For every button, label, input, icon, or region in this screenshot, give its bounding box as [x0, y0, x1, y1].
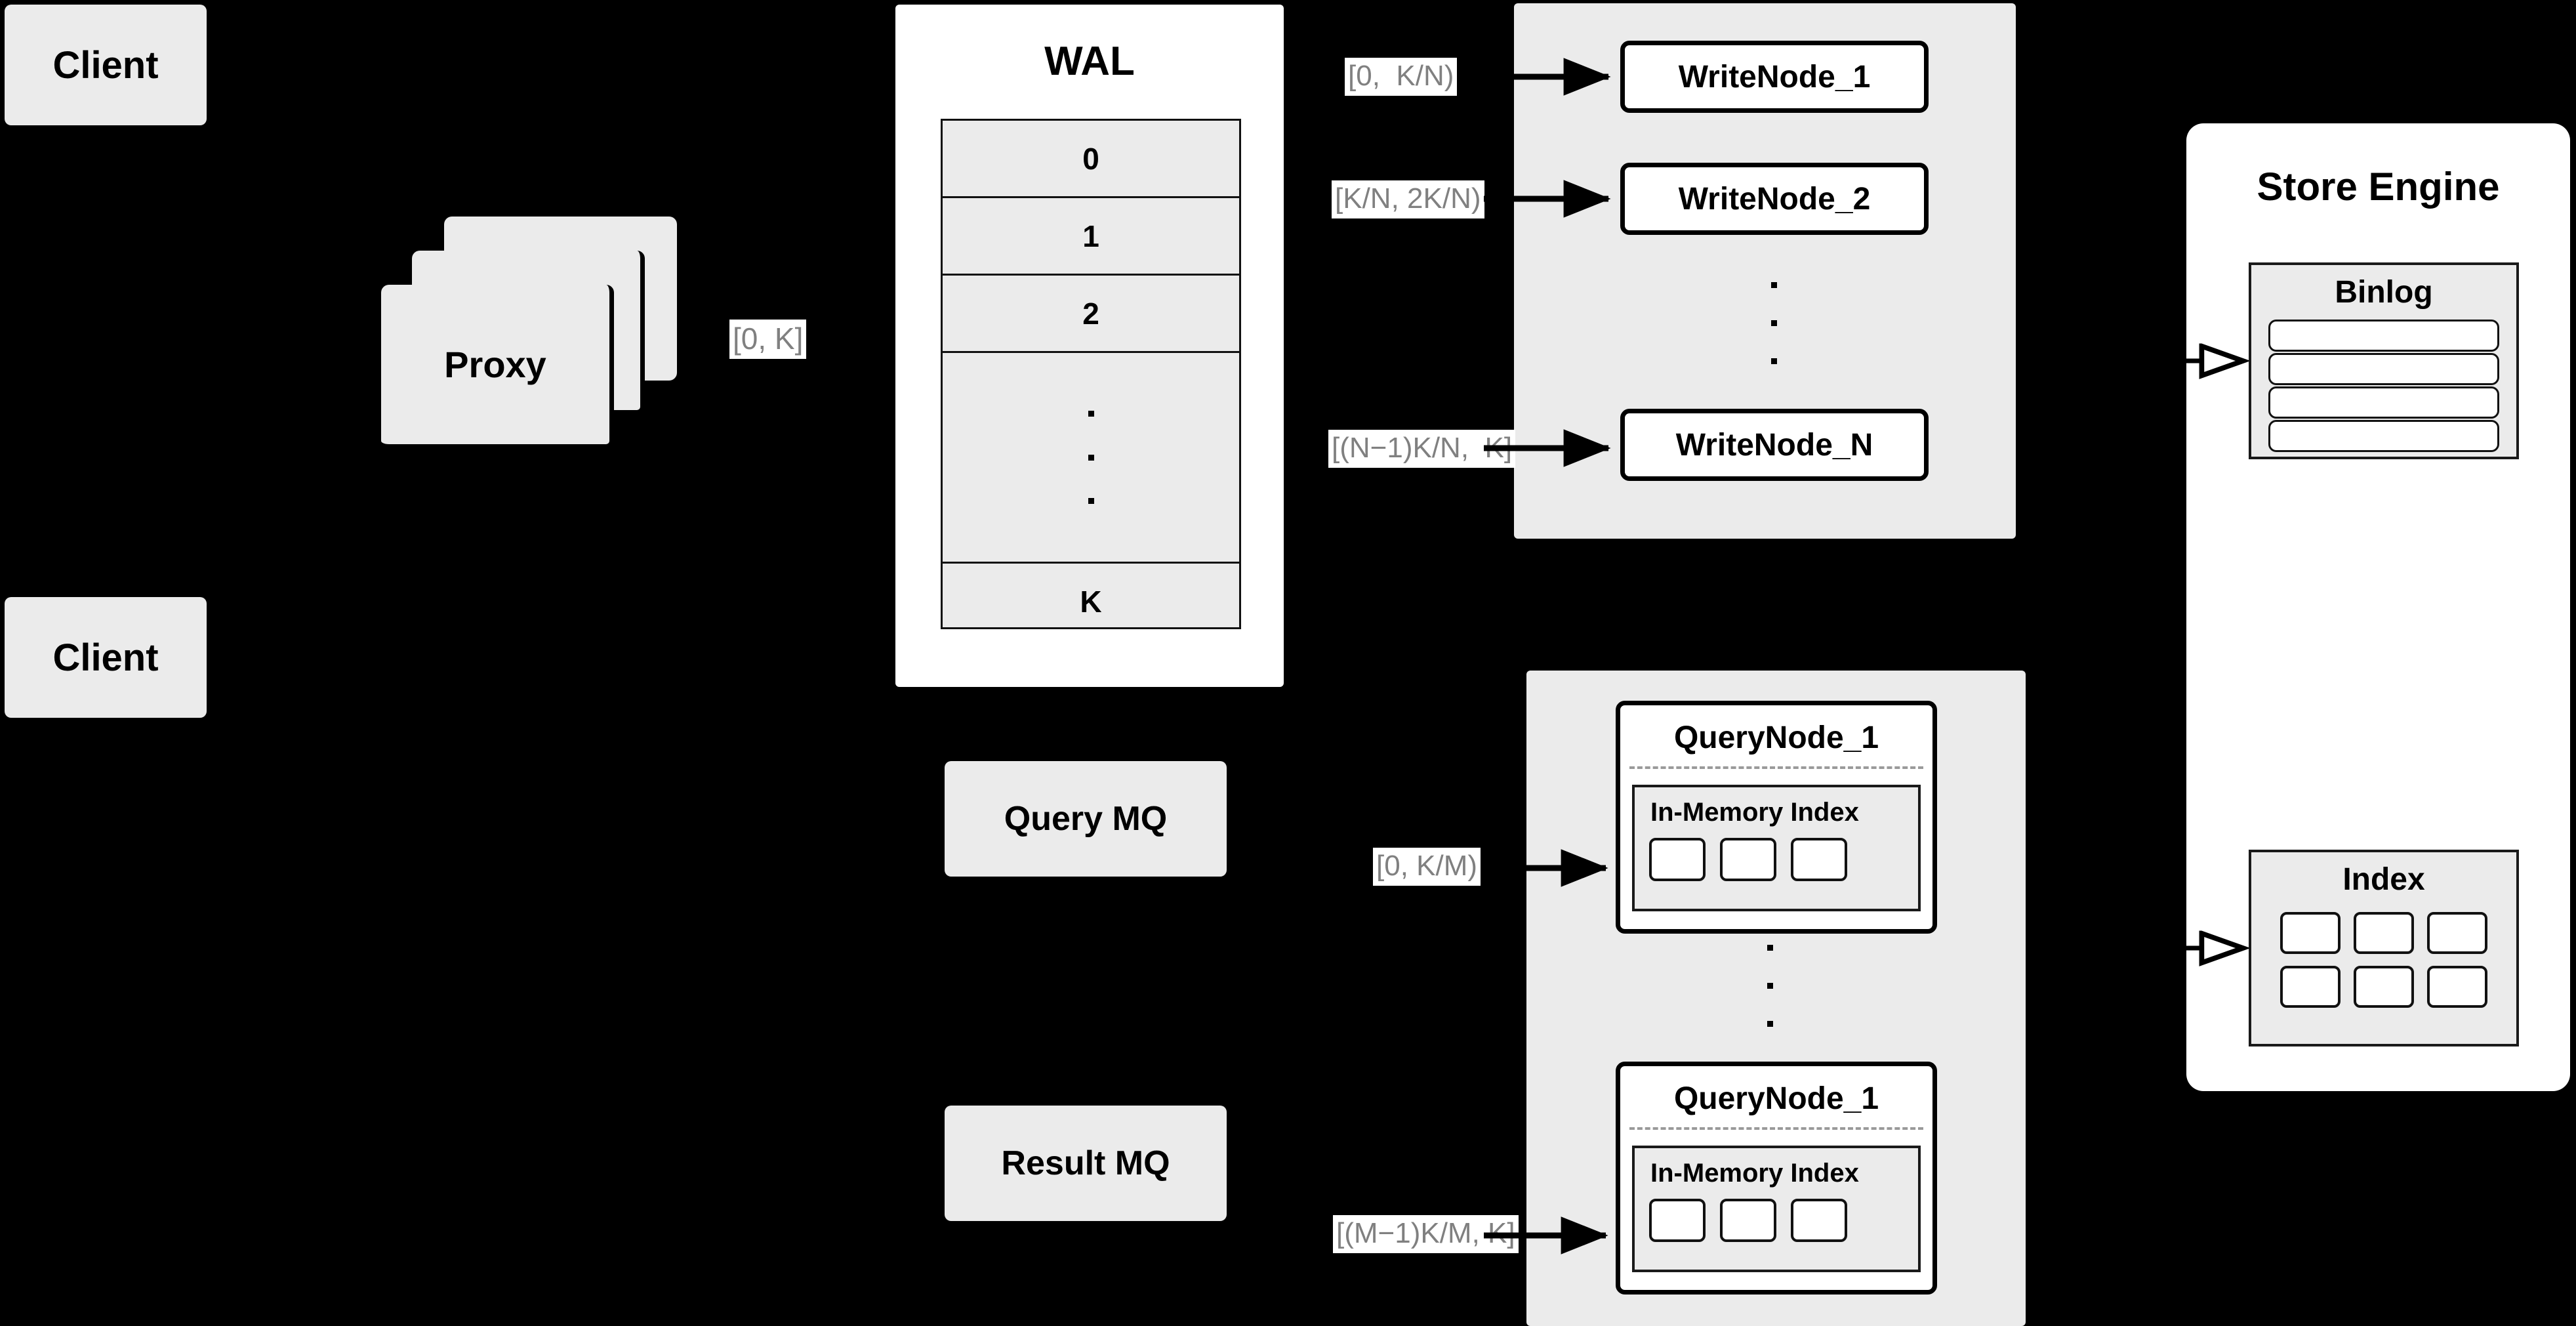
query-node-1-range-label-text: [0, K/M) — [1373, 848, 1481, 886]
binlog-title: Binlog — [2335, 275, 2433, 310]
store-engine-title: Store Engine — [2257, 165, 2500, 209]
client-node-1-label: Client — [52, 43, 159, 87]
result-mq-label: Result MQ — [1001, 1144, 1170, 1182]
wal-segment-row-ellipsis — [943, 353, 1239, 564]
proxy-range-label-text: [0, K] — [729, 320, 807, 359]
query-node-2-divider — [1629, 1127, 1923, 1130]
query-node-1-label: QueryNode_1 — [1673, 720, 1879, 755]
query-node-2-index-box: In-Memory Index — [1632, 1146, 1921, 1272]
wal-segment-row[interactable]: 2 — [943, 276, 1239, 353]
client-node-1[interactable]: Client — [5, 5, 207, 125]
index-chip[interactable] — [1791, 838, 1847, 881]
client-node-2-label: Client — [52, 636, 159, 679]
query-node-1-index-title: In-Memory Index — [1650, 798, 1859, 827]
proxy-range-label: [0, K] — [729, 320, 807, 359]
query-node-1-range-label: [0, K/M) — [1373, 848, 1481, 886]
binlog-row[interactable] — [2268, 353, 2499, 385]
store-index-box: Index — [2249, 850, 2519, 1046]
store-index-chip[interactable] — [2427, 966, 2487, 1008]
binlog-row[interactable] — [2268, 386, 2499, 419]
proxy-label: Proxy — [444, 344, 546, 385]
write-node-2[interactable]: WriteNode_2 — [1620, 163, 1929, 235]
index-chip[interactable] — [1791, 1199, 1847, 1242]
store-index-chip[interactable] — [2354, 966, 2414, 1008]
query-node-2-label: QueryNode_1 — [1673, 1081, 1879, 1116]
write-node-1-range-label: [0, K/N) — [1345, 58, 1458, 96]
query-node-1-index-box: In-Memory Index — [1632, 785, 1921, 911]
store-index-chip[interactable] — [2427, 912, 2487, 954]
wal-title: WAL — [1044, 39, 1135, 84]
write-node-n[interactable]: WriteNode_N — [1620, 409, 1929, 481]
wal-segment-row[interactable]: 1 — [943, 198, 1239, 276]
query-node-2-range-label: [(M−1)K/M, K] — [1333, 1215, 1519, 1253]
write-node-1-range-label-text: [0, K/N) — [1345, 58, 1458, 96]
wal-segment-list: 0 1 2 K — [941, 119, 1241, 629]
index-chip[interactable] — [1649, 838, 1706, 881]
query-cluster-ellipsis-icon — [1763, 945, 1776, 1027]
query-node-1-divider — [1629, 766, 1923, 769]
write-node-n-range-label: [(N−1)K/N, K] — [1328, 430, 1516, 468]
write-node-2-range-label-text: [K/N, 2K/N) — [1332, 180, 1484, 218]
write-node-n-label: WriteNode_N — [1675, 427, 1873, 463]
query-mq-label: Query MQ — [1004, 800, 1168, 838]
query-node-1[interactable]: QueryNode_1 In-Memory Index — [1616, 701, 1937, 934]
write-node-1-label: WriteNode_1 — [1678, 59, 1871, 94]
store-index-chip[interactable] — [2354, 912, 2414, 954]
write-cluster-ellipsis-icon — [1767, 282, 1780, 364]
write-node-n-range-label-text: [(N−1)K/N, K] — [1328, 430, 1516, 468]
binlog-row[interactable] — [2268, 420, 2499, 452]
store-index-chip[interactable] — [2280, 912, 2341, 954]
write-node-2-label: WriteNode_2 — [1678, 181, 1871, 217]
index-chip[interactable] — [1720, 1199, 1776, 1242]
query-node-2-index-title: In-Memory Index — [1650, 1159, 1859, 1188]
binlog-box: Binlog — [2249, 262, 2519, 459]
result-mq-node[interactable]: Result MQ — [945, 1106, 1227, 1221]
write-node-2-range-label: [K/N, 2K/N) — [1332, 180, 1484, 218]
query-node-2-range-label-text: [(M−1)K/M, K] — [1333, 1215, 1519, 1253]
index-chip[interactable] — [1649, 1199, 1706, 1242]
proxy-stack-layer-1[interactable]: Proxy — [381, 285, 614, 449]
client-node-2[interactable]: Client — [5, 597, 207, 718]
wal-ellipsis-icon — [1088, 411, 1094, 504]
binlog-row[interactable] — [2268, 320, 2499, 352]
write-node-1[interactable]: WriteNode_1 — [1620, 41, 1929, 113]
store-index-chip[interactable] — [2280, 966, 2341, 1008]
query-mq-node[interactable]: Query MQ — [945, 761, 1227, 877]
index-chip[interactable] — [1720, 838, 1776, 881]
wal-segment-row[interactable]: 0 — [943, 121, 1239, 198]
store-index-title: Index — [2342, 862, 2425, 897]
wal-segment-row[interactable]: K — [1080, 584, 1102, 619]
query-node-2[interactable]: QueryNode_1 In-Memory Index — [1616, 1062, 1937, 1295]
